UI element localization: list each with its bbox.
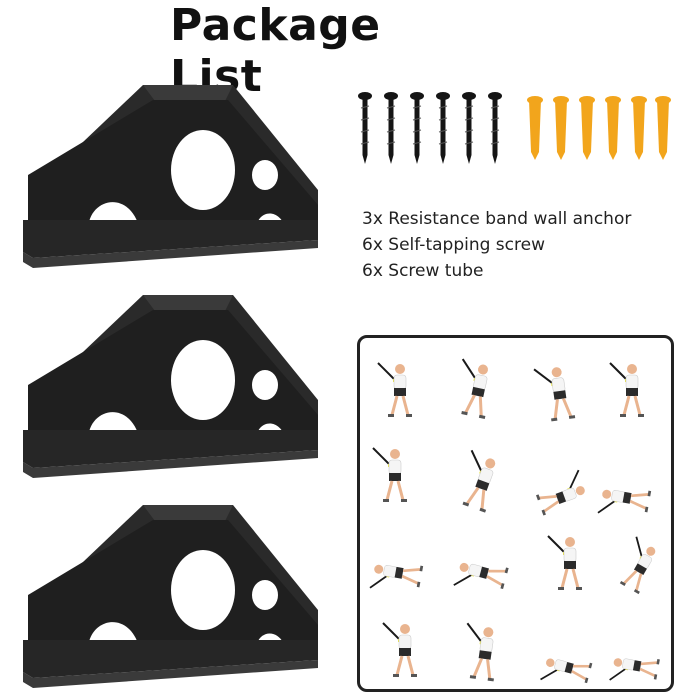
exercise-figure [608,361,646,419]
exercise-figure [608,650,662,689]
page-title: Package List [170,0,381,102]
exercise-figure [451,448,506,515]
exercise-figure [449,357,498,421]
exercise-figure [532,363,577,425]
exercise-figure [539,650,594,689]
exercise-figure [381,621,419,679]
exercise-figure [610,535,665,596]
self-tapping-screw-icon [358,92,502,164]
list-item: 6x Self-tapping screw [362,235,545,255]
list-item: 3x Resistance band wall anchor [362,209,632,229]
exercise-figure [596,481,653,523]
wall-anchor-image-1 [23,85,318,268]
exercise-illustrations-panel [357,335,674,692]
exercise-figure [531,468,591,517]
exercise-figure [452,554,511,600]
exercise-figure [371,446,409,504]
screws-and-tubes-image [358,92,671,164]
package-contents-list: 3x Resistance band wall anchor 6x Self-t… [362,206,631,284]
list-item: 6x Screw tube [362,261,484,281]
exercise-figure [546,534,584,592]
exercise-illustrations-image [368,357,665,689]
wall-anchor-image-2 [23,295,318,478]
exercise-figure [458,621,503,683]
exercise-figure [368,556,425,598]
wall-anchor-image-3 [23,505,318,688]
exercise-figure [376,361,414,419]
screw-tube-icon [527,96,671,160]
